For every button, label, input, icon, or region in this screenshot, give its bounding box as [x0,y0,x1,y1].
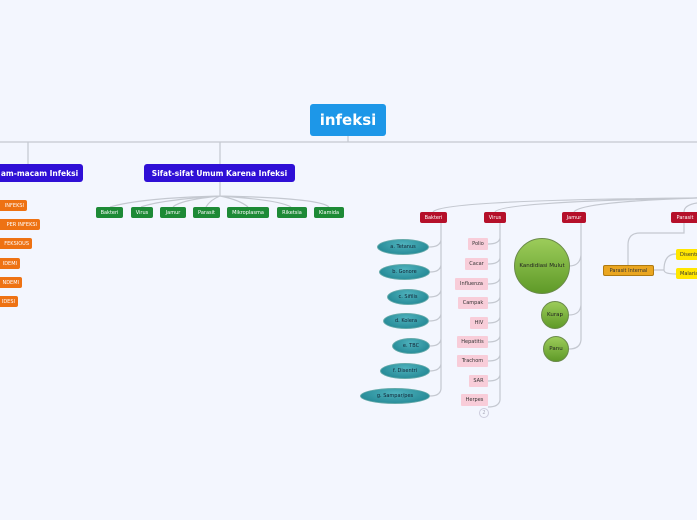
node-sifat-sifat-umum[interactable]: Sifat-sifat Umum Karena Infeksi [144,164,295,182]
node-sifat-item[interactable]: Virus [131,207,153,218]
node-parasit[interactable]: Parasit [671,212,697,223]
node-parasit-item[interactable]: Disentri [676,249,697,260]
node-macam-macam-infeksi[interactable]: am-macam Infeksi [0,164,83,182]
node-sifat-item[interactable]: Bakteri [96,207,123,218]
node-parasit-internal[interactable]: Parasit Internal [603,265,654,276]
node-jamur-item[interactable]: Kurap [541,301,569,329]
node-virus-item[interactable]: SAR [469,375,488,387]
node-sifat-item[interactable]: Mikroplasma [227,207,269,218]
node-virus-item[interactable]: HIV [470,317,488,329]
node-bakteri[interactable]: Bakteri [420,212,447,223]
node-bakteri-item[interactable]: d. Kolera [383,313,429,329]
node-bakteri-item[interactable]: e. TBC [392,338,430,354]
node-sifat-item[interactable]: Klamida [314,207,344,218]
node-macam-item[interactable]: IDESI [0,296,18,307]
node-virus[interactable]: Virus [484,212,506,223]
node-virus-item[interactable]: Trachom [457,355,488,367]
root-node[interactable]: infeksi [310,104,386,136]
node-macam-item[interactable]: NDEMI [0,277,22,288]
node-parasit-item[interactable]: Malaria [676,268,697,279]
node-virus-item[interactable]: Cacar [465,258,488,270]
node-macam-item[interactable]: INFEKSI [0,200,27,211]
node-macam-item[interactable]: FEKSIOUS [0,238,32,249]
node-bakteri-item[interactable]: f. Disentri [380,363,430,379]
node-bakteri-item[interactable]: a. Tetanus [377,239,429,255]
node-macam-item[interactable]: IDEMI [0,258,20,269]
node-virus-item[interactable]: Hepatitis [457,336,488,348]
node-jamur-item[interactable]: Panu [543,336,569,362]
node-jamur-item[interactable]: Kandidiasi Mulut [514,238,570,294]
node-macam-item[interactable]: PER INFEKSI [0,219,40,230]
collapsed-count-badge[interactable]: 2 [479,408,489,418]
node-jamur[interactable]: Jamur [562,212,586,223]
node-virus-item[interactable]: Herpes [461,394,488,406]
node-virus-item[interactable]: Polio [468,238,488,250]
node-sifat-item[interactable]: Parasit [193,207,220,218]
node-sifat-item[interactable]: Riketsia [277,207,307,218]
node-bakteri-item[interactable]: c. Sifilis [387,289,429,305]
node-virus-item[interactable]: Influenza [455,278,488,290]
node-sifat-item[interactable]: Jamur [160,207,186,218]
node-bakteri-item[interactable]: b. Gonore [379,264,430,280]
node-bakteri-item[interactable]: g. Sampar/pes [360,388,430,404]
node-virus-item[interactable]: Campak [458,297,488,309]
